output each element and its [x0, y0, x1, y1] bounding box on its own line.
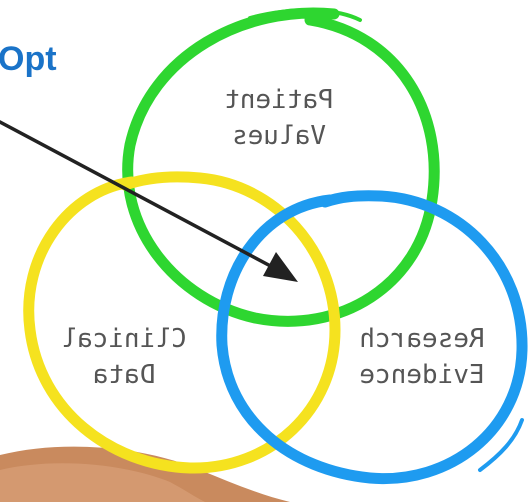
clinical-data-circle — [23, 171, 341, 474]
research-evidence-circle — [216, 190, 528, 485]
research-label-line1: Research — [359, 324, 484, 354]
patient-label-line1: Patient — [224, 85, 334, 115]
patient-label-line2: Values — [232, 121, 326, 151]
research-label-line2: Evidence — [359, 360, 484, 390]
hand-highlight — [0, 463, 205, 502]
patient-values-circle — [122, 7, 440, 327]
clinical-label-line1: Clinical — [61, 324, 186, 354]
clinical-data-label: Clinical Data — [61, 324, 186, 390]
patient-values-label: Patient Values — [224, 85, 334, 151]
corner-title: Opt — [0, 40, 57, 78]
clinical-label-line2: Data — [93, 360, 156, 390]
research-evidence-label: Research Evidence — [359, 324, 484, 390]
pointer-arrow — [0, 120, 298, 282]
